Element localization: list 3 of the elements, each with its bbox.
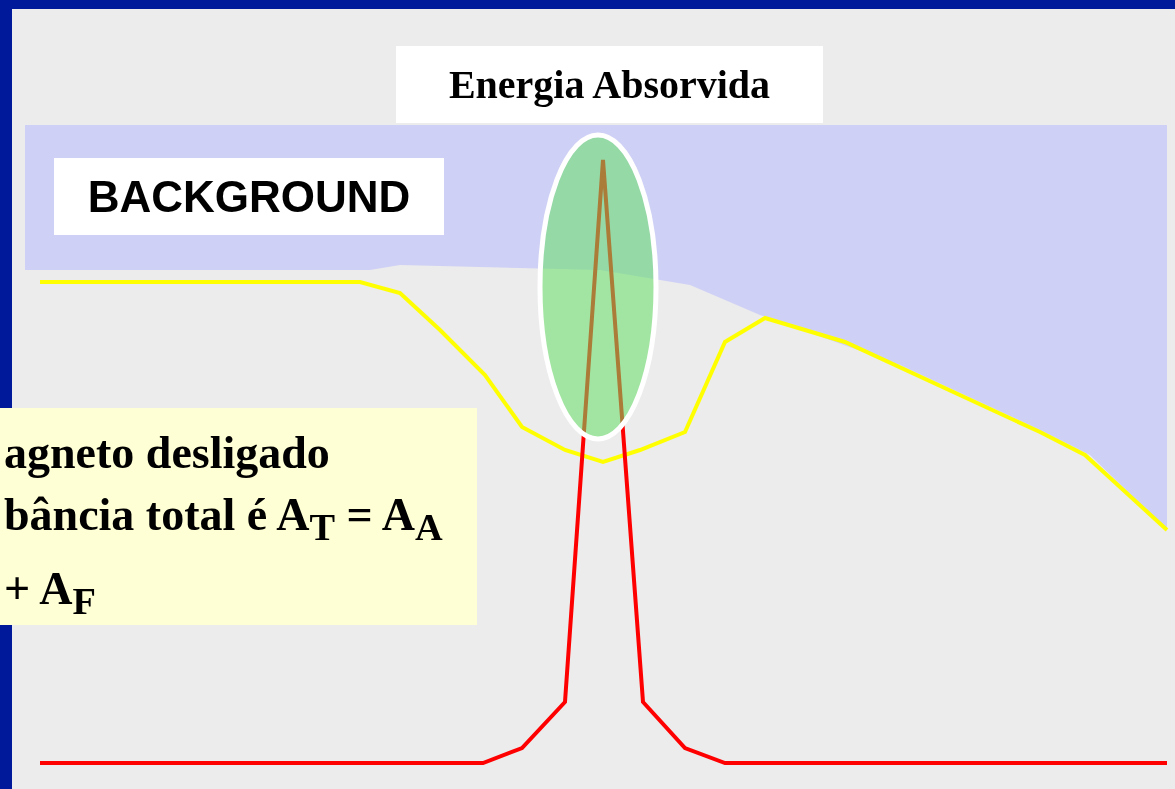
heading-label: Energia Absorvida [396,46,823,123]
note-text: agneto desligado bância total é A$_{T}$ = A$_{A}$ + A$_{F}$ [0,408,477,625]
region-label: BACKGROUND [54,158,444,235]
